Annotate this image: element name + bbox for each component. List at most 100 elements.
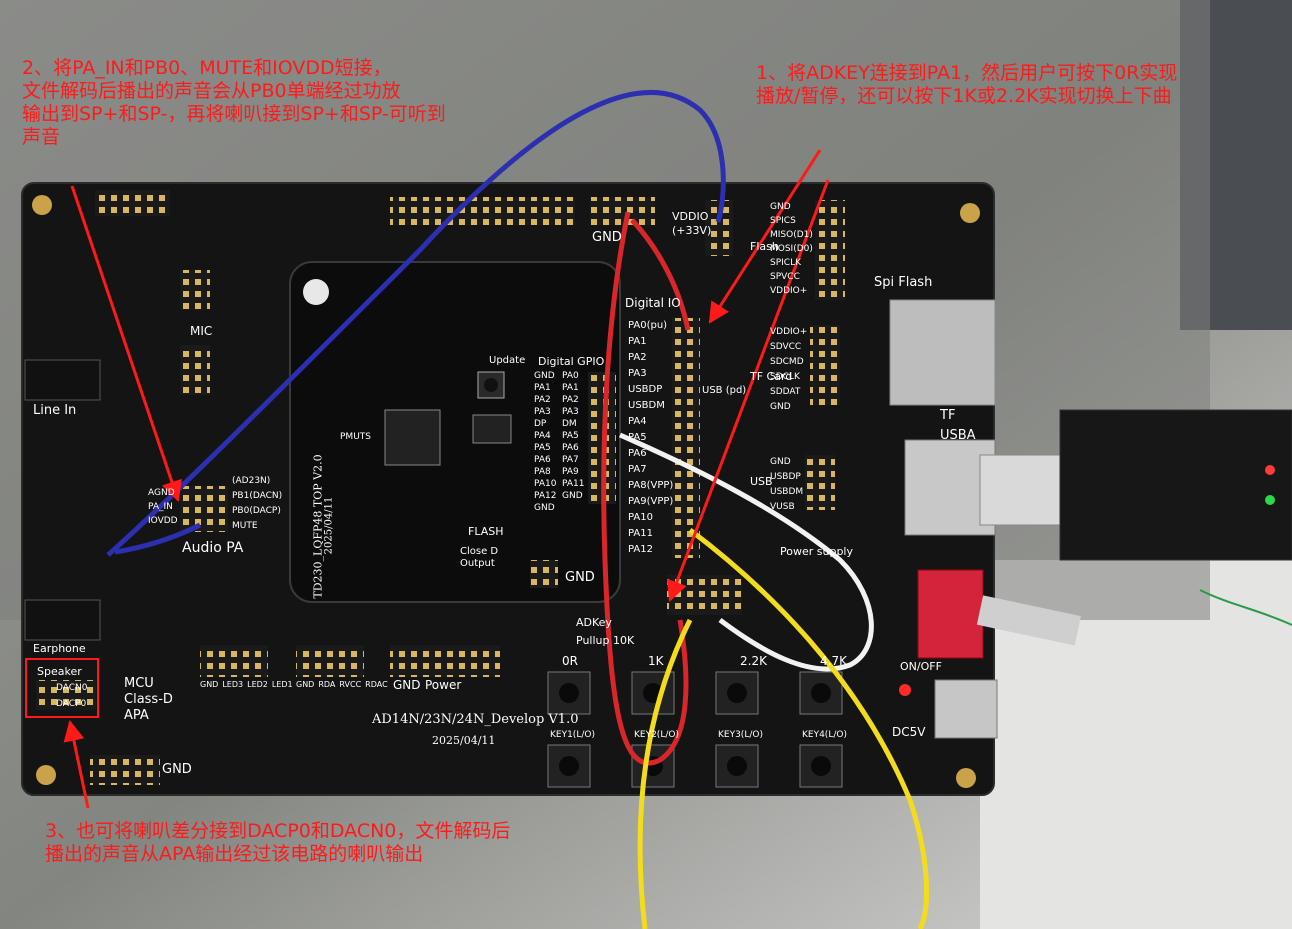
wire-yellow-2 xyxy=(637,618,693,929)
pin-label: PA2 xyxy=(534,395,551,405)
pin-label: PA5 xyxy=(562,431,579,441)
pin-label: PA10 xyxy=(628,512,653,523)
header-gnd-top xyxy=(590,197,655,225)
pin-label: PA9(VPP) xyxy=(628,496,674,507)
mount-hole-tr xyxy=(960,203,980,223)
header-mic xyxy=(180,270,210,310)
pin-label: GND xyxy=(534,371,555,381)
pin-label: PA_IN xyxy=(148,502,173,512)
label-line-in: Line In xyxy=(33,403,77,418)
annotation-1-line2: 播放/暂停，还可以按下1K或2.2K实现切换上下曲 xyxy=(756,85,1172,107)
earphone-jack[interactable] xyxy=(24,599,101,641)
label-1k: 1K xyxy=(648,654,664,668)
label-flash-sub: Flash xyxy=(750,240,779,253)
key-buttons xyxy=(547,671,843,788)
pin-label: PB0(DACP) xyxy=(232,506,281,516)
dongle-led-red xyxy=(1265,465,1275,475)
pin-label: PA11 xyxy=(562,479,585,489)
pin-label: USBDP xyxy=(628,384,663,395)
pin-label: DP xyxy=(534,419,547,429)
toggle-switch[interactable] xyxy=(917,569,984,659)
button-2k2-cap xyxy=(727,683,747,703)
pin-label: PA2 xyxy=(628,352,647,363)
pin-label: PA5 xyxy=(628,432,647,443)
pin-label: PA3 xyxy=(628,368,647,379)
button-key2[interactable] xyxy=(631,744,675,788)
header-tf xyxy=(810,325,840,405)
header-power xyxy=(390,645,500,677)
pin-label: PA0(pu) xyxy=(628,320,668,331)
pin-label: PA4 xyxy=(534,431,551,441)
usb-c-port xyxy=(934,679,998,739)
pin-label: GND xyxy=(200,680,219,689)
wire-red xyxy=(601,211,689,766)
label-key3: KEY3(L/O) xyxy=(718,730,763,740)
label-gnd-core: GND xyxy=(565,570,595,585)
label-audio-pa: Audio PA xyxy=(182,540,244,556)
label-4k7: 4.7K xyxy=(820,654,847,668)
pins-gpio-list: GND PA1 PA2 PA3 DP PA4 PA5 PA6 PA8 PA10 … xyxy=(534,370,562,514)
label-flash: FLASH xyxy=(468,525,504,538)
pin-label: GND xyxy=(534,503,555,513)
label-close-d: Close D xyxy=(460,546,499,557)
pin-label: VDDIO+ xyxy=(770,327,808,337)
pin-label: PA0 xyxy=(562,371,579,381)
label-vddio: VDDIO xyxy=(672,210,709,223)
label-mcu: MCU xyxy=(124,676,154,691)
pin-label: PA6 xyxy=(562,443,579,453)
pin-label: RDA xyxy=(318,680,336,689)
label-on-off: ON/OFF xyxy=(900,660,942,673)
line-in-jack[interactable] xyxy=(24,359,101,401)
pin-label: PA1 xyxy=(534,383,551,393)
pin-label: LED1 xyxy=(271,680,293,689)
annotation-1-line1: 1、将ADKEY连接到PA1，然后用户可按下0R实现 xyxy=(756,62,1178,84)
button-key4-cap xyxy=(811,756,831,776)
wire-white xyxy=(618,432,874,672)
annotation-3-line2: 播出的声音从APA输出经过该电路的喇叭输出 xyxy=(45,843,424,865)
label-2k2: 2.2K xyxy=(740,654,767,668)
pin-label: PA4 xyxy=(628,416,647,427)
pin-label: VDDIO+ xyxy=(770,286,808,296)
header-pa xyxy=(180,486,228,532)
wire-blue xyxy=(106,90,726,557)
button-4k7-cap xyxy=(811,683,831,703)
button-key4[interactable] xyxy=(799,744,843,788)
label-vddio-sub: (+33V) xyxy=(672,224,712,237)
pin-label: SDCLK xyxy=(770,372,800,382)
label-tf: TF xyxy=(940,408,956,423)
label-update: Update xyxy=(489,355,526,366)
power-led xyxy=(899,684,911,696)
label-digital-gpio: Digital GPIO xyxy=(538,355,605,368)
header-gnd-core xyxy=(530,560,558,588)
pins-spi-list: GND SPICS MISO(D1) MOSI(D0) SPICLK SPVCC… xyxy=(770,200,814,298)
label-0r: 0R xyxy=(562,654,578,668)
mcu-chip xyxy=(384,409,441,466)
label-dacn0: DACN0 xyxy=(56,683,88,693)
pin-label: PA12 xyxy=(534,491,557,501)
arrow-note1-b xyxy=(666,179,830,602)
pin-label: PA10 xyxy=(534,479,557,489)
label-tf-card: TF Card xyxy=(750,370,793,383)
pin-label: PA7 xyxy=(628,464,647,475)
pin-label: PA5 xyxy=(534,443,551,453)
label-key2: KEY2(L/O) xyxy=(634,730,679,740)
pin-label: PA8(VPP) xyxy=(628,480,674,491)
pin-label: SDDAT xyxy=(770,387,801,397)
header-usb xyxy=(805,455,835,510)
core-hole xyxy=(303,279,329,305)
annotation-2-line2: 文件解码后播出的声音会从PB0单端经过功放 xyxy=(22,80,401,102)
pin-label: VUSB xyxy=(770,502,795,512)
pin-label: PA1 xyxy=(562,383,579,393)
pin-label: IOVDD xyxy=(148,516,178,526)
label-dc5v: DC5V xyxy=(892,725,926,739)
speaker-terminal xyxy=(36,680,96,710)
pins-pa-list: (AD23N) PB1(DACN) PB0(DACP) MUTE xyxy=(232,474,292,534)
annotation-2-line1: 2、将PA_IN和PB0、MUTE和IOVDD短接， xyxy=(22,57,392,79)
label-pmuts: PMUTS xyxy=(340,432,371,442)
label-power: Power xyxy=(425,678,462,692)
pin-label: GND xyxy=(296,680,315,689)
wire-yellow xyxy=(688,528,930,929)
arrow-note1-a xyxy=(708,149,822,324)
button-0r-cap xyxy=(559,683,579,703)
